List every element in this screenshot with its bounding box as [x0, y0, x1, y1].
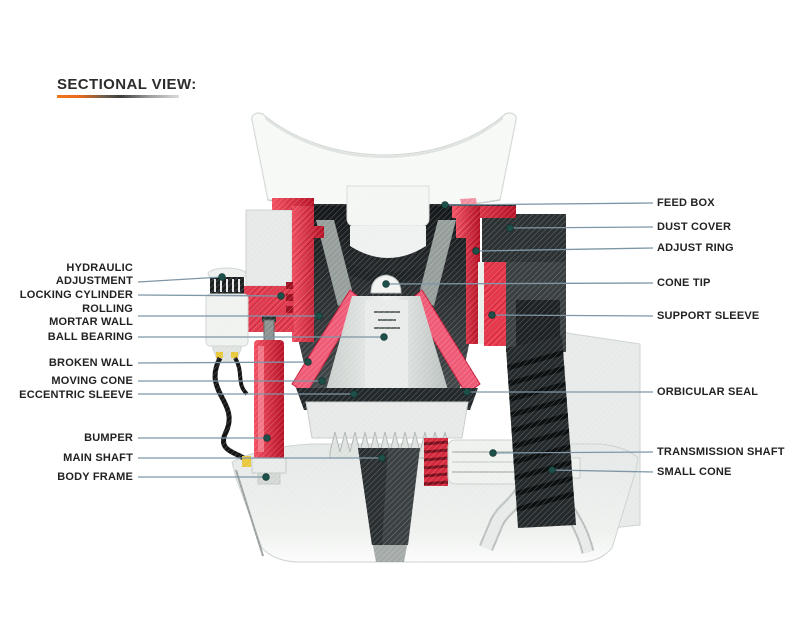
label-text: ORBICULAR SEAL [657, 386, 759, 398]
dot-eccentric-sleeve [350, 390, 358, 398]
label-text: BROKEN WALL [48, 357, 133, 369]
label-text: MAIN SHAFT [63, 452, 133, 464]
label-transmission-shaft: TRANSMISSION SHAFT [657, 446, 799, 459]
label-text: DUST COVER [657, 221, 732, 233]
dot-body-frame [262, 473, 270, 481]
dot-hydraulic-adjustment [218, 273, 226, 281]
label-locking-cylinder: LOCKING CYLINDER [0, 289, 133, 302]
dot-rolling-mortar-wall [315, 312, 323, 320]
label-adjust-ring: ADJUST RING [657, 242, 799, 255]
dot-support-sleeve [488, 311, 496, 319]
label-text: HYDRAULIC ADJUSTMENT [55, 262, 133, 288]
label-ball-bearing: BALL BEARING [0, 331, 133, 344]
leader-lines [137, 202, 654, 478]
dot-adjust-ring [472, 247, 480, 255]
label-text: BALL BEARING [47, 331, 133, 343]
label-dust-cover: DUST COVER [657, 221, 799, 234]
dot-main-shaft [378, 454, 386, 462]
label-hydraulic-adjustment: HYDRAULIC ADJUSTMENT [0, 262, 133, 288]
dot-cone-tip [382, 280, 390, 288]
label-text: SMALL CONE [657, 466, 732, 478]
label-text: LOCKING CYLINDER [19, 289, 133, 301]
label-moving-cone: MOVING CONE [0, 375, 133, 388]
leader-feed-box [444, 202, 654, 206]
label-text: BUMPER [84, 432, 133, 444]
label-text: FEED BOX [657, 197, 715, 209]
label-rolling-mortar-wall: ROLLING MORTAR WALL [0, 303, 133, 329]
label-text: ECCENTRIC SLEEVE [19, 389, 133, 401]
label-eccentric-sleeve: ECCENTRIC SLEEVE [0, 389, 133, 402]
label-broken-wall: BROKEN WALL [0, 357, 133, 370]
label-text: MOVING CONE [51, 375, 133, 387]
page-title-block: SECTIONAL VIEW: [57, 76, 197, 98]
label-small-cone: SMALL CONE [657, 466, 799, 479]
label-feed-box: FEED BOX [657, 197, 799, 210]
label-main-shaft: MAIN SHAFT [0, 452, 133, 465]
dot-bumper [263, 434, 271, 442]
leader-locking-cylinder [137, 294, 282, 297]
leader-support-sleeve [491, 314, 654, 317]
label-text: SUPPORT SLEEVE [657, 310, 760, 322]
dot-broken-wall [304, 358, 312, 366]
label-text: TRANSMISSION SHAFT [657, 446, 785, 458]
leader-hydraulic-adjustment [137, 276, 223, 283]
label-text: ADJUST RING [657, 242, 734, 254]
label-support-sleeve: SUPPORT SLEEVE [657, 310, 799, 323]
dot-orbicular-seal [463, 388, 471, 396]
leader-cone-tip [385, 282, 654, 285]
dot-transmission-shaft [489, 449, 497, 457]
label-text: BODY FRAME [57, 471, 133, 483]
leader-adjust-ring [475, 247, 654, 252]
label-orbicular-seal: ORBICULAR SEAL [657, 386, 799, 399]
label-body-frame: BODY FRAME [0, 471, 133, 484]
page-title: SECTIONAL VIEW: [57, 76, 197, 93]
dot-small-cone [548, 466, 556, 474]
machine-illustration [196, 104, 648, 574]
label-text: CONE TIP [657, 277, 711, 289]
leader-small-cone [551, 469, 654, 473]
dot-moving-cone [318, 377, 326, 385]
leader-dust-cover [509, 226, 654, 229]
marker-dots [218, 201, 556, 481]
print-texture [196, 104, 648, 574]
leader-broken-wall [137, 361, 309, 364]
dot-dust-cover [506, 224, 514, 232]
label-text: ROLLING MORTAR WALL [49, 303, 133, 329]
leader-transmission-shaft [492, 451, 654, 454]
dot-locking-cylinder [277, 292, 285, 300]
title-underline [57, 95, 179, 98]
label-bumper: BUMPER [0, 432, 133, 445]
dot-feed-box [441, 201, 449, 209]
label-cone-tip: CONE TIP [657, 277, 799, 290]
dot-ball-bearing [380, 333, 388, 341]
